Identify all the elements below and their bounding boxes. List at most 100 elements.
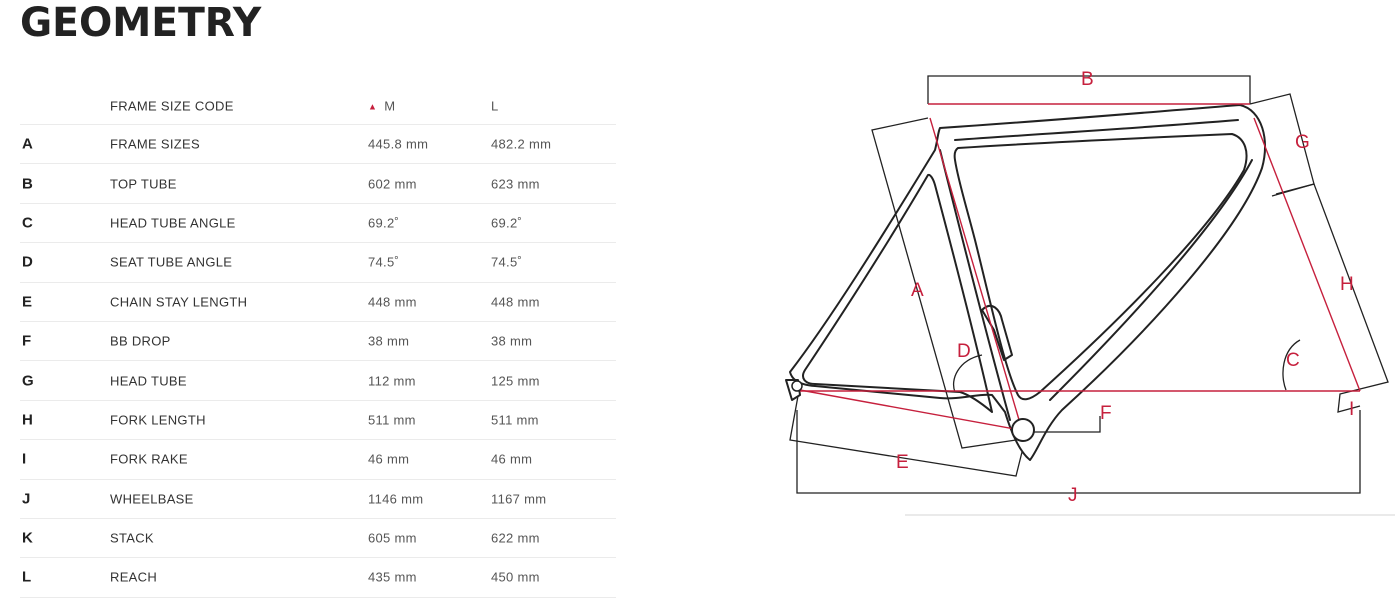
row-value-m: 602 mm <box>368 176 417 192</box>
row-name: HEAD TUBE <box>110 373 187 389</box>
row-value-l: 622 mm <box>491 530 540 546</box>
row-letter: A <box>22 135 34 153</box>
table-row: D SEAT TUBE ANGLE 74.5˚ 74.5˚ <box>20 243 616 283</box>
a-dimension-bracket <box>871 117 1017 449</box>
label-e: E <box>896 452 909 473</box>
table-row: F BB DROP 38 mm 38 mm <box>20 322 616 362</box>
frame-down-tube-edge <box>1049 159 1253 401</box>
bottom-bracket <box>1011 418 1035 442</box>
frame-seat-post-detail <box>981 304 1013 361</box>
row-value-l: 125 mm <box>491 373 540 389</box>
frame-inner-main-triangle <box>953 133 1248 401</box>
c-angle-arc <box>1282 339 1301 391</box>
table-row: E CHAIN STAY LENGTH 448 mm 448 mm <box>20 283 616 322</box>
row-value-l: 448 mm <box>491 294 540 310</box>
label-f: F <box>1100 403 1112 424</box>
row-value-m: 1146 mm <box>368 491 424 507</box>
frame-seat-tube-edge <box>939 149 1011 421</box>
row-value-m: 46 mm <box>368 451 410 467</box>
label-a: A <box>911 280 924 301</box>
row-value-l: 74.5˚ <box>491 254 523 270</box>
dimension-lines <box>789 75 1395 516</box>
row-name: BB DROP <box>110 333 171 349</box>
f-dimension-bracket <box>1030 416 1101 433</box>
frame-outline <box>785 104 1266 461</box>
row-value-m: 445.8 mm <box>368 136 429 152</box>
row-name: WHEELBASE <box>110 491 194 507</box>
label-d: D <box>957 341 971 362</box>
header-size-m-label: M <box>384 98 396 113</box>
table-row: H FORK LENGTH 511 mm 511 mm <box>20 401 616 441</box>
header-size-l[interactable]: L <box>491 98 499 113</box>
dimension-labels: B G A H D C F I E J <box>896 69 1354 506</box>
table-row: G HEAD TUBE 112 mm 125 mm <box>20 361 616 401</box>
label-b: B <box>1081 69 1094 90</box>
table-row: K STACK 605 mm 622 mm <box>20 519 616 559</box>
header-frame-size-code: FRAME SIZE CODE <box>110 98 234 113</box>
table-row: C HEAD TUBE ANGLE 69.2˚ 69.2˚ <box>20 204 616 244</box>
frame-top-inner-edge <box>954 119 1239 141</box>
row-name: FORK RAKE <box>110 451 188 467</box>
header-size-m[interactable]: ▲M <box>368 98 395 113</box>
label-j: J <box>1068 485 1078 506</box>
row-letter: J <box>22 490 31 508</box>
row-name: CHAIN STAY LENGTH <box>110 294 248 310</box>
row-value-m: 69.2˚ <box>368 215 400 231</box>
row-name: FORK LENGTH <box>110 412 206 428</box>
e-dimension-bracket <box>789 395 1023 477</box>
chainstay-measure-line <box>799 389 1021 431</box>
row-value-m: 38 mm <box>368 333 410 349</box>
table-row: B TOP TUBE 602 mm 623 mm <box>20 164 616 204</box>
geometry-table: FRAME SIZE CODE ▲M L A FRAME SIZES 445.8… <box>20 87 616 598</box>
row-name: SEAT TUBE ANGLE <box>110 254 233 270</box>
accent-lines <box>799 103 1361 431</box>
frame-inner-rear-triangle <box>802 173 993 413</box>
row-letter: G <box>22 372 34 390</box>
row-letter: I <box>22 450 27 468</box>
row-value-l: 1167 mm <box>491 491 547 507</box>
row-value-m: 448 mm <box>368 294 417 310</box>
rear-axle <box>791 380 803 392</box>
row-value-l: 38 mm <box>491 333 533 349</box>
row-value-m: 511 mm <box>368 412 416 428</box>
steerer-axis-line <box>1253 117 1361 392</box>
label-c: C <box>1286 350 1300 371</box>
row-value-m: 74.5˚ <box>368 254 400 270</box>
label-g: G <box>1295 132 1310 153</box>
frame-dropout <box>785 379 801 401</box>
frame-outer-contour <box>789 104 1266 461</box>
row-letter: D <box>22 253 34 271</box>
label-i: I <box>1349 399 1354 420</box>
row-value-m: 605 mm <box>368 530 417 546</box>
row-name: FRAME SIZES <box>110 136 200 152</box>
table-header-row: FRAME SIZE CODE ▲M L <box>20 87 616 125</box>
table-row: I FORK RAKE 46 mm 46 mm <box>20 440 616 480</box>
row-letter: B <box>22 175 34 193</box>
row-value-l: 69.2˚ <box>491 215 523 231</box>
row-letter: E <box>22 293 33 311</box>
row-value-m: 112 mm <box>368 373 416 389</box>
row-name: REACH <box>110 569 158 585</box>
row-value-l: 482.2 mm <box>491 136 552 152</box>
row-letter: H <box>22 411 34 429</box>
row-value-l: 46 mm <box>491 451 533 467</box>
row-name: STACK <box>110 530 154 546</box>
row-letter: L <box>22 568 32 586</box>
row-name: HEAD TUBE ANGLE <box>110 215 236 231</box>
h-dimension-bracket <box>1271 183 1389 413</box>
table-row: L REACH 435 mm 450 mm <box>20 558 616 598</box>
label-h: H <box>1340 274 1354 295</box>
row-letter: C <box>22 214 34 232</box>
j-dimension-line <box>796 410 1361 494</box>
table-row: A FRAME SIZES 445.8 mm 482.2 mm <box>20 125 616 165</box>
row-value-l: 511 mm <box>491 412 539 428</box>
triangle-up-icon: ▲ <box>368 101 378 111</box>
seat-tube-measure-line <box>929 117 1023 431</box>
row-value-l: 623 mm <box>491 176 540 192</box>
b-dimension-bracket <box>927 75 1251 104</box>
row-name: TOP TUBE <box>110 176 177 192</box>
page-title: GEOMETRY <box>20 0 262 46</box>
table-row: J WHEELBASE 1146 mm 1167 mm <box>20 480 616 519</box>
row-value-l: 450 mm <box>491 569 540 585</box>
g-dimension-bracket <box>1249 93 1315 195</box>
